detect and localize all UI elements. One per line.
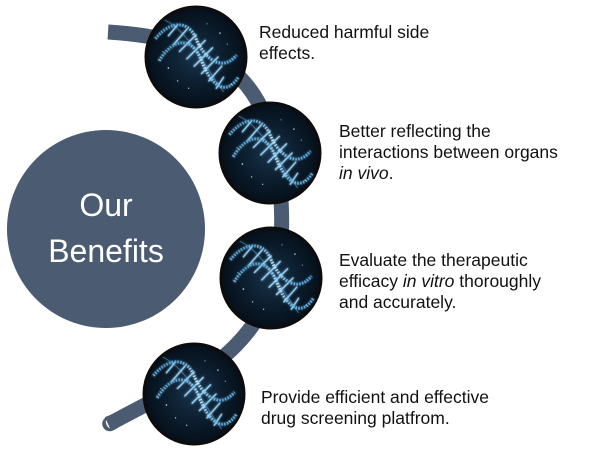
benefit-1: Reduced harmful side effects. [259, 22, 429, 64]
dna-node-3 [219, 226, 323, 330]
benefit-3: Evaluate the therapeutic efficacy in vit… [339, 250, 541, 313]
benefit-2-line-1: Better reflecting the [339, 121, 491, 141]
benefit-2-line-3: in vivo. [339, 163, 558, 184]
benefit-4-line-2: drug screening platfrom. [261, 408, 450, 428]
benefit-3-line-1: Evaluate the therapeutic [339, 250, 528, 270]
title-line-our: Our [79, 187, 133, 223]
dna-node-2 [218, 101, 322, 205]
benefit-3-line-3: and accurately. [339, 292, 457, 312]
title-line-benefits: Benefits [48, 233, 164, 269]
benefit-1-line-1: Reduced harmful side [259, 22, 430, 42]
benefit-3-line-2: efficacy in vitro thoroughly [339, 271, 541, 292]
dna-node-1 [144, 5, 248, 109]
benefit-3-line-2-post: thoroughly [454, 271, 542, 291]
benefit-1-line-2: effects. [259, 43, 316, 63]
benefit-3-italic: in vitro [402, 271, 455, 291]
title-circle [7, 130, 205, 328]
benefit-3-line-2-pre: efficacy [339, 271, 403, 291]
benefit-2-italic: in vivo [339, 163, 389, 183]
benefit-2-line-3-rest: . [388, 163, 394, 183]
benefit-2-line-2: interactions between organs [339, 142, 558, 162]
dna-node-4 [142, 342, 246, 446]
benefit-4-line-1: Provide efficient and effective [261, 387, 489, 407]
benefit-4: Provide efficient and effective drug scr… [261, 387, 489, 429]
benefit-2: Better reflecting the interactions betwe… [339, 121, 558, 184]
